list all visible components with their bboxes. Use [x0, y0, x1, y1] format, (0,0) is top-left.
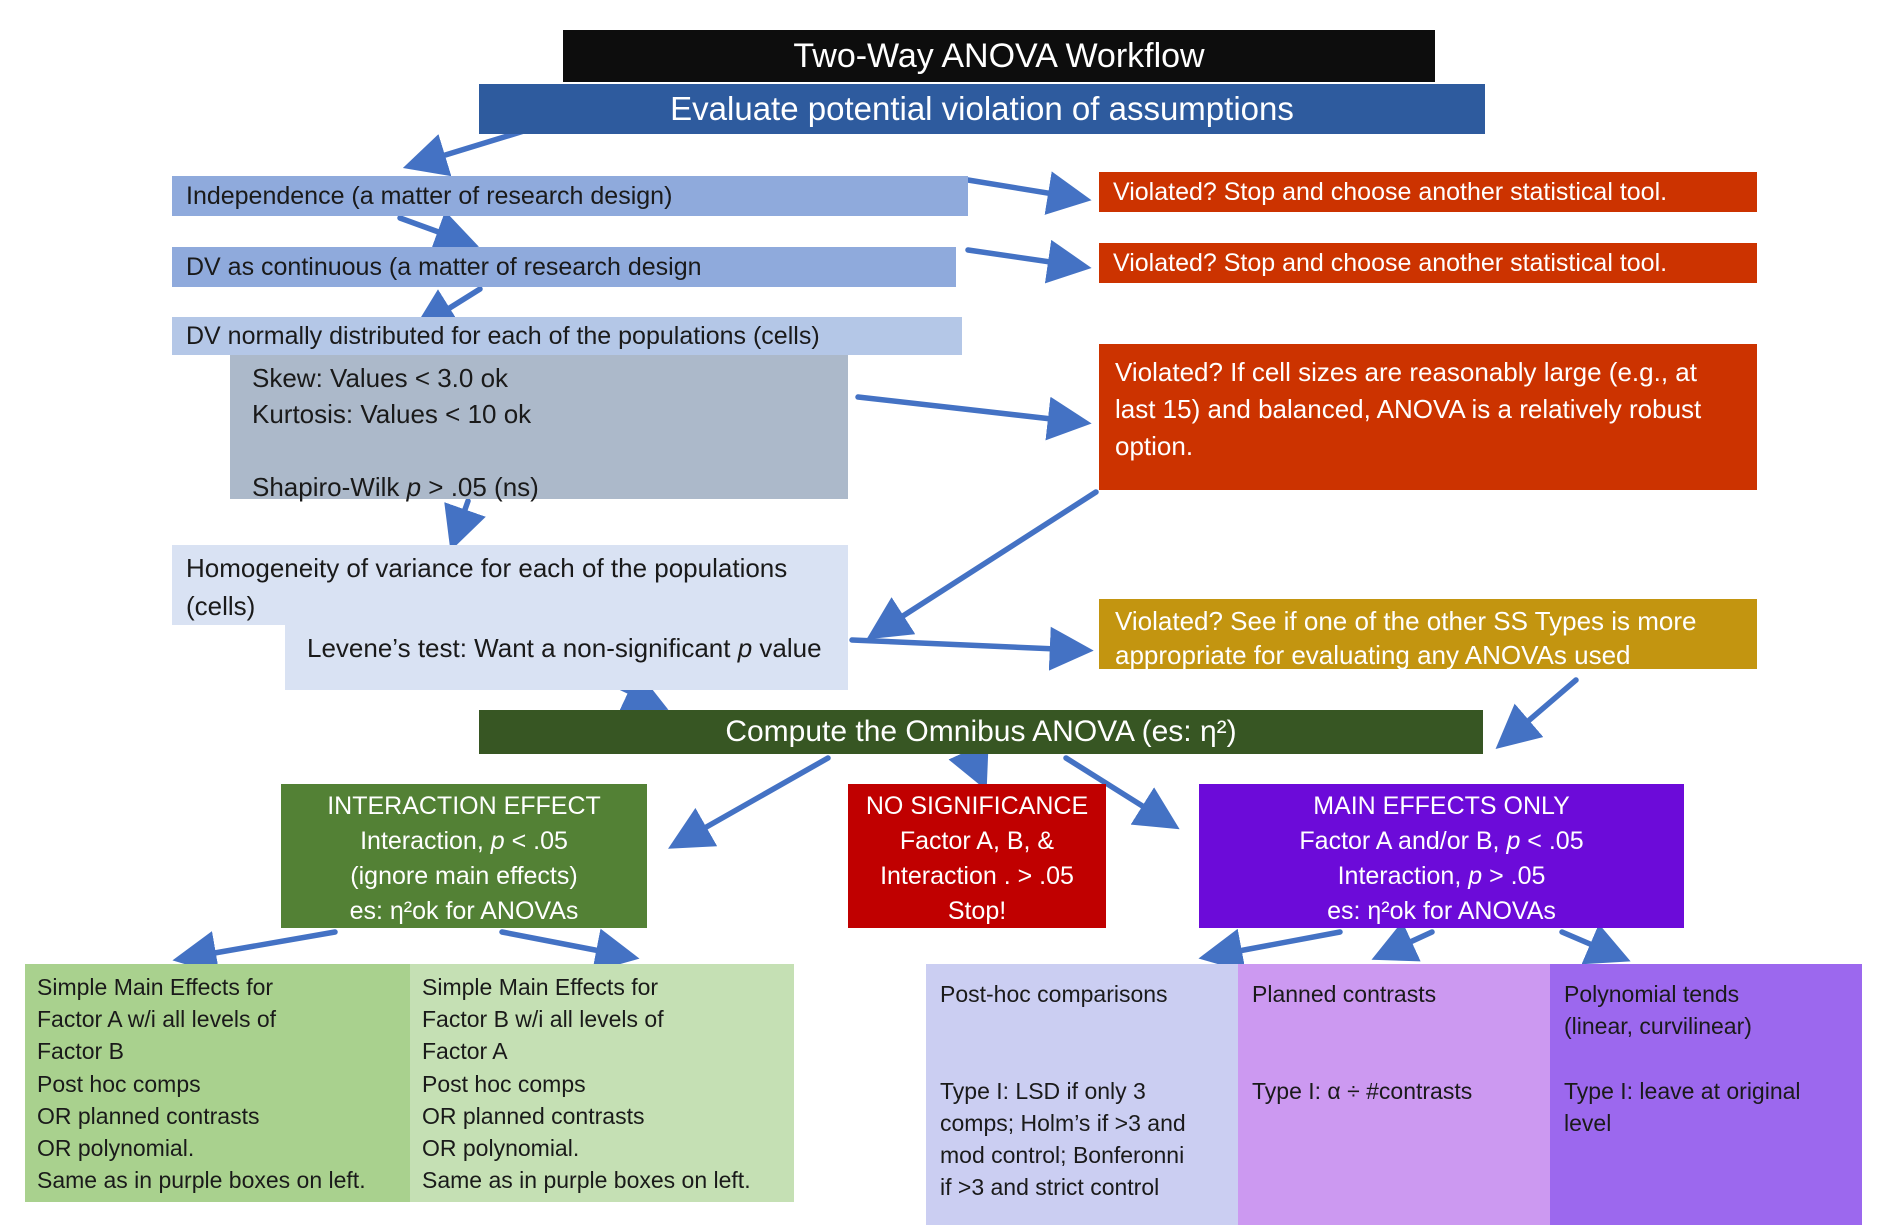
simple-main-a-line: OR planned contrasts: [37, 1102, 260, 1129]
simple-main-b-line: Factor A: [422, 1038, 508, 1065]
no-significance-line: NO SIGNIFICANCE: [865, 792, 1089, 820]
normality-line: [252, 434, 848, 470]
planned-contrasts-line: [1252, 1010, 1550, 1042]
arrow-interaction-to-simplemain-a: [172, 929, 338, 975]
box-normality-tests: Skew: Values < 3.0 ok Kurtosis: Values <…: [230, 355, 848, 502]
interaction-line: Interaction, p < .05: [360, 827, 568, 855]
box-post-hoc-comparisons: Post-hoc comparisons Type I: LSD if only…: [926, 964, 1238, 1225]
arrow-maineffects-to-planned: [1371, 921, 1435, 962]
arrow-normality-to-violated3: [855, 394, 1092, 441]
planned-contrasts-line: [1252, 1042, 1550, 1074]
diagram-subtitle: Evaluate potential violation of assumpti…: [479, 84, 1485, 134]
box-violated-dv-continuous: Violated? Stop and choose another statis…: [1099, 243, 1757, 283]
box-violated-normality: Violated? If cell sizes are reasonably l…: [1099, 344, 1757, 490]
box-independence: Independence (a matter of research desig…: [172, 176, 968, 216]
simple-main-a-line: Post hoc comps: [37, 1070, 201, 1097]
post-hoc-line: comps; Holm’s if >3 and: [940, 1109, 1186, 1136]
no-significance-line: Stop!: [947, 897, 1007, 925]
polynomial-line: level: [1564, 1109, 1612, 1136]
simple-main-b-line: Same as in purple boxes on left.: [422, 1167, 751, 1194]
box-violated-homogeneity: Violated? See if one of the other SS Typ…: [1099, 599, 1757, 670]
no-significance-line: Factor A, B, &: [899, 827, 1055, 855]
box-omnibus-anova: Compute the Omnibus ANOVA (es: η²): [479, 710, 1483, 754]
main-effects-line: MAIN EFFECTS ONLY: [1313, 792, 1570, 820]
normality-line: Skew: Values < 3.0 ok: [252, 363, 509, 393]
box-dv-normal: DV normally distributed for each of the …: [172, 317, 962, 355]
box-no-significance: NO SIGNIFICANCE Factor A, B, & Interacti…: [848, 784, 1106, 928]
post-hoc-line: mod control; Bonferonni: [940, 1141, 1185, 1168]
main-effects-line: Factor A and/or B, p < .05: [1299, 827, 1584, 855]
polynomial-line: Polynomial tends: [1564, 981, 1740, 1007]
box-dv-continuous: DV as continuous (a matter of research d…: [172, 247, 956, 287]
polynomial-line: Type I: leave at original: [1564, 1077, 1801, 1104]
box-simple-main-effects-a: Simple Main Effects for Factor A w/i all…: [25, 964, 410, 1202]
box-polynomial-trends: Polynomial tends (linear, curvilinear) T…: [1550, 964, 1862, 1225]
interaction-line: (ignore main effects): [350, 862, 578, 890]
simple-main-b-line: Post hoc comps: [422, 1070, 586, 1097]
simple-main-a-line: Factor B: [37, 1038, 124, 1065]
box-main-effects-only: MAIN EFFECTS ONLY Factor A and/or B, p <…: [1199, 784, 1684, 928]
arrow-violated3-to-homogeneity: [866, 489, 1099, 640]
box-simple-main-effects-b: Simple Main Effects for Factor B w/i all…: [410, 964, 794, 1202]
simple-main-a-line: Simple Main Effects for: [37, 974, 274, 1000]
arrow-maineffects-to-polynomial: [1559, 923, 1631, 965]
arrow-interaction-to-simplemain-b: [499, 928, 640, 972]
normality-line: Shapiro-Wilk p > .05 (ns): [252, 472, 539, 503]
polynomial-line: [1564, 1042, 1862, 1074]
interaction-line: es: η²ok for ANOVAs: [349, 897, 579, 925]
main-effects-line: es: η²ok for ANOVAs: [1327, 897, 1556, 925]
box-planned-contrasts: Planned contrasts Type I: α ÷ #contrasts: [1238, 964, 1550, 1225]
box-interaction-effect: INTERACTION EFFECT Interaction, p < .05 …: [281, 784, 647, 928]
arrow-dvcontinuous-to-violated2: [965, 239, 1092, 284]
post-hoc-line: [940, 1010, 1238, 1042]
arrow-independence-to-violated1: [965, 171, 1092, 215]
no-significance-line: Interaction . > .05: [880, 862, 1074, 890]
box-levene-test: Levene’s test: Want a non-significant p …: [285, 625, 848, 690]
post-hoc-line: if >3 and strict control: [940, 1174, 1160, 1201]
arrow-maineffects-to-posthoc: [1198, 928, 1343, 973]
box-violated-independence: Violated? Stop and choose another statis…: [1099, 172, 1757, 212]
post-hoc-line: [940, 1042, 1238, 1074]
arrow-independence-to-dvcontinuous: [397, 210, 479, 253]
post-hoc-line: Post-hoc comparisons: [940, 981, 1168, 1007]
normality-line: Kurtosis: Values < 10 ok: [252, 399, 532, 430]
planned-contrasts-line: Planned contrasts: [1252, 981, 1437, 1007]
main-effects-line: Interaction, p > .05: [1337, 862, 1546, 890]
simple-main-b-line: Factor B w/i all levels of: [422, 1006, 664, 1033]
simple-main-b-line: OR planned contrasts: [422, 1102, 645, 1129]
arrow-omnibus-to-nosignificance: [948, 741, 989, 791]
simple-main-a-line: OR polynomial.: [37, 1134, 195, 1161]
post-hoc-line: Type I: LSD if only 3: [940, 1077, 1146, 1104]
interaction-line: INTERACTION EFFECT: [327, 792, 601, 820]
arrow-subtitle-to-independence: [402, 127, 530, 177]
planned-contrasts-line: Type I: α ÷ #contrasts: [1252, 1077, 1473, 1104]
box-homogeneity: Homogeneity of variance for each of the …: [172, 545, 848, 625]
simple-main-b-line: Simple Main Effects for: [422, 974, 659, 1000]
simple-main-b-line: OR polynomial.: [422, 1134, 580, 1161]
arrow-gold-to-omnibus: [1495, 677, 1579, 749]
simple-main-a-line: Same as in purple boxes on left.: [37, 1167, 366, 1194]
polynomial-line: (linear, curvilinear): [1564, 1013, 1752, 1040]
arrow-levene-to-gold: [849, 626, 1094, 671]
arrow-omnibus-to-interaction: [668, 755, 831, 849]
simple-main-a-line: Factor A w/i all levels of: [37, 1006, 277, 1033]
diagram-title: Two-Way ANOVA Workflow: [563, 30, 1435, 82]
